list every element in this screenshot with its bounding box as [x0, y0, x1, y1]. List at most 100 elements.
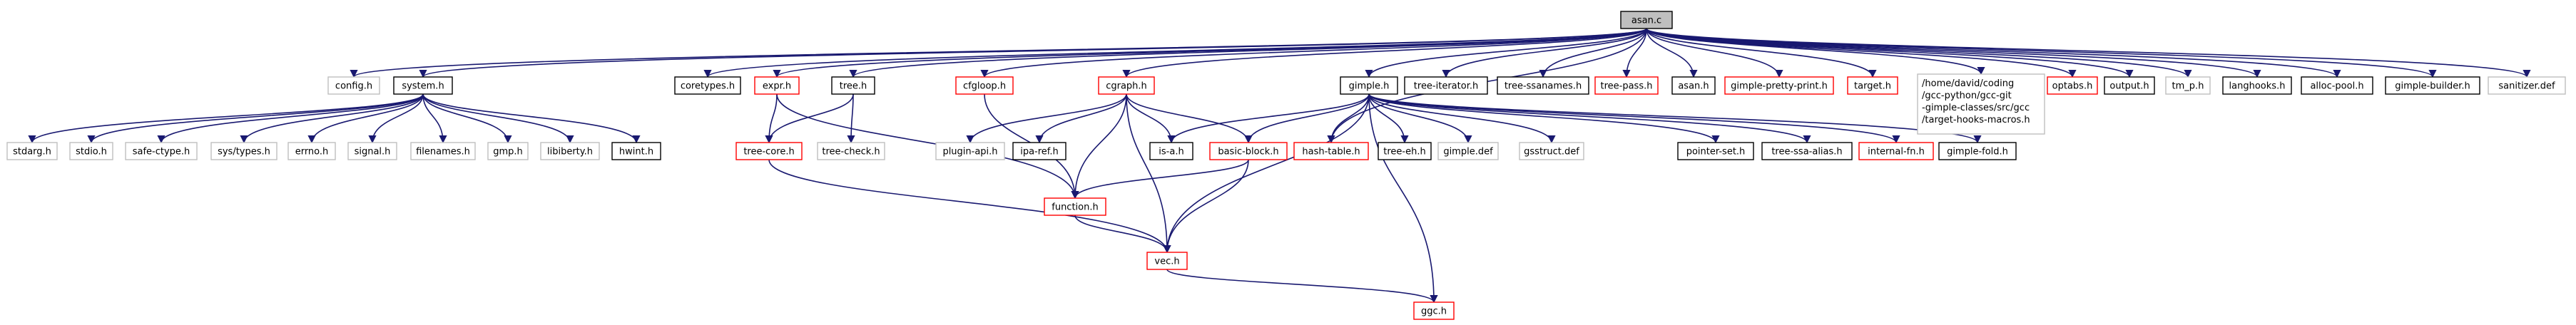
- node-is-a-h[interactable]: is-a.h: [1149, 142, 1193, 160]
- node-tree-ssanames-h[interactable]: tree-ssanames.h: [1497, 76, 1589, 95]
- node-config-h[interactable]: config.h: [327, 76, 380, 95]
- edge-gimple-h-to-gsstruct-def: [1368, 93, 1556, 144]
- node-label: signal.h: [355, 147, 391, 158]
- node-basic-block-h[interactable]: basic-block.h: [1209, 142, 1288, 160]
- node-output-h[interactable]: output.h: [2104, 76, 2155, 95]
- node-tm-p-h[interactable]: tm_p.h: [2165, 76, 2211, 95]
- node-pointer-set-h[interactable]: pointer-set.h: [1677, 142, 1754, 160]
- node-box: [1044, 197, 1106, 216]
- node-hwint-h[interactable]: hwint.h: [611, 142, 661, 160]
- edge-gimple-h-to-basic-block-h: [1244, 93, 1370, 144]
- edge-tree-core-h-to-vec-h: [768, 159, 1171, 254]
- node-expr-h[interactable]: expr.h: [754, 76, 800, 95]
- node-filenames-h[interactable]: filenames.h: [410, 142, 476, 160]
- node-sys-types-h[interactable]: sys/types.h: [210, 142, 278, 160]
- node-box: [2047, 76, 2098, 95]
- edge-asan-c-to-gimple-pretty-print-h: [1646, 28, 1783, 78]
- edge-cgraph-h-to-plugin-api-h: [966, 93, 1127, 144]
- node-tree-pass-h[interactable]: tree-pass.h: [1594, 76, 1659, 95]
- node-box: [1098, 76, 1155, 95]
- node-libiberty-h[interactable]: libiberty.h: [540, 142, 600, 160]
- node-gsstruct-def[interactable]: gsstruct.def: [1519, 142, 1584, 160]
- node-gimple-h[interactable]: gimple.h: [1340, 76, 1398, 95]
- node-gimple-pretty-print-h[interactable]: gimple-pretty-print.h: [1724, 76, 1834, 95]
- node-optabs-h[interactable]: optabs.h: [2047, 76, 2098, 95]
- node-box: [393, 76, 453, 95]
- node-label: asan.c: [1631, 16, 1661, 26]
- edge-expr-h-to-function-h: [776, 93, 1079, 200]
- node-ipa-ref-h[interactable]: ipa-ref.h: [1012, 142, 1066, 160]
- edge-gimple-h-to-hash-table-h: [1327, 93, 1370, 144]
- node-cfgloop-h[interactable]: cfgloop.h: [955, 76, 1014, 95]
- node-box: [540, 142, 600, 160]
- node-box: [1404, 76, 1488, 95]
- node-gimple-def[interactable]: gimple.def: [1437, 142, 1499, 160]
- node-label: alloc-pool.h: [2310, 81, 2363, 92]
- node-label: asan.h: [1678, 81, 1709, 92]
- node-tree-eh-h[interactable]: tree-eh.h: [1378, 142, 1432, 160]
- node-box: [1209, 142, 1288, 160]
- node-target-hooks-macros-h[interactable]: /home/david/coding/gcc-python/gcc-git-gi…: [1917, 73, 2045, 135]
- edge-vec-h-to-ggc-h: [1166, 269, 1438, 304]
- node-stdio-h[interactable]: stdio.h: [69, 142, 113, 160]
- node-box: [1437, 142, 1499, 160]
- node-label: plugin-api.h: [942, 147, 997, 158]
- edge-asan-c-to-alloc-pool-h: [1646, 28, 2341, 78]
- node-gimple-builder-h[interactable]: gimple-builder.h: [2385, 76, 2480, 95]
- node-ggc-h[interactable]: ggc.h: [1413, 301, 1455, 320]
- node-tree-ssa-alias-h[interactable]: tree-ssa-alias.h: [1761, 142, 1853, 160]
- node-label: tree-check.h: [822, 147, 880, 158]
- node-label: expr.h: [763, 81, 791, 92]
- node-asan-h[interactable]: asan.h: [1671, 76, 1716, 95]
- node-target-h[interactable]: target.h: [1847, 76, 1898, 95]
- node-label: langhooks.h: [2229, 81, 2286, 92]
- node-alloc-pool-h[interactable]: alloc-pool.h: [2301, 76, 2373, 95]
- node-langhooks-h[interactable]: langhooks.h: [2222, 76, 2292, 95]
- node-plugin-api-h[interactable]: plugin-api.h: [935, 142, 1005, 160]
- node-gmp-h[interactable]: gmp.h: [487, 142, 529, 160]
- node-label: tree-pass.h: [1601, 81, 1653, 92]
- edge-gimple-h-to-gimple-def: [1368, 93, 1472, 144]
- node-vec-h[interactable]: vec.h: [1146, 252, 1188, 270]
- node-gimple-fold-h[interactable]: gimple-fold.h: [1938, 142, 2017, 160]
- edge-expr-h-to-tree-core-h: [765, 93, 778, 144]
- node-box: [1146, 252, 1188, 270]
- node-tree-iterator-h[interactable]: tree-iterator.h: [1404, 76, 1488, 95]
- node-safe-ctype-h[interactable]: safe-ctype.h: [125, 142, 198, 160]
- node-signal-h[interactable]: signal.h: [347, 142, 397, 160]
- edge-system-h-to-stdio-h: [87, 93, 424, 144]
- node-errno-h[interactable]: errno.h: [287, 142, 336, 160]
- node-box: [2222, 76, 2292, 95]
- edge-tree-h-to-tree-core-h: [765, 93, 854, 144]
- node-label: cgraph.h: [1106, 81, 1147, 92]
- edge-gimple-h-to-tree-ssa-alias-h: [1368, 93, 1811, 144]
- node-cgraph-h[interactable]: cgraph.h: [1098, 76, 1155, 95]
- node-asan-c[interactable]: asan.c: [1620, 11, 1673, 29]
- node-sanitizer-def[interactable]: sanitizer.def: [2488, 76, 2566, 95]
- edge-asan-c-to-cgraph-h: [1122, 28, 1647, 78]
- edge-cgraph-h-to-basic-block-h: [1126, 93, 1253, 144]
- edge-asan-c-to-cfgloop-h: [980, 28, 1647, 78]
- node-label: hash-table.h: [1302, 147, 1360, 158]
- node-box: [487, 142, 529, 160]
- edge-system-h-to-stdarg-h: [28, 93, 424, 144]
- edge-system-h-to-errno-h: [307, 93, 424, 144]
- node-tree-h[interactable]: tree.h: [831, 76, 875, 95]
- node-coretypes-h[interactable]: coretypes.h: [674, 76, 741, 95]
- node-label: gsstruct.def: [1524, 147, 1579, 158]
- node-system-h[interactable]: system.h: [393, 76, 453, 95]
- node-label: vec.h: [1154, 257, 1179, 267]
- edge-gimple-h-to-is-a-h: [1167, 93, 1370, 144]
- node-function-h[interactable]: function.h: [1044, 197, 1106, 216]
- node-stdarg-h[interactable]: stdarg.h: [6, 142, 58, 160]
- node-tree-core-h[interactable]: tree-core.h: [735, 142, 803, 160]
- node-box: [611, 142, 661, 160]
- node-box: [410, 142, 476, 160]
- edge-asan-c-to-system-h: [419, 28, 1647, 78]
- node-label: ipa-ref.h: [1020, 147, 1059, 158]
- node-internal-fn-h[interactable]: internal-fn.h: [1858, 142, 1934, 160]
- node-tree-check-h[interactable]: tree-check.h: [817, 142, 885, 160]
- node-box: [935, 142, 1005, 160]
- edge-gimple-h-to-pointer-set-h: [1368, 93, 1720, 144]
- node-hash-table-h[interactable]: hash-table.h: [1293, 142, 1369, 160]
